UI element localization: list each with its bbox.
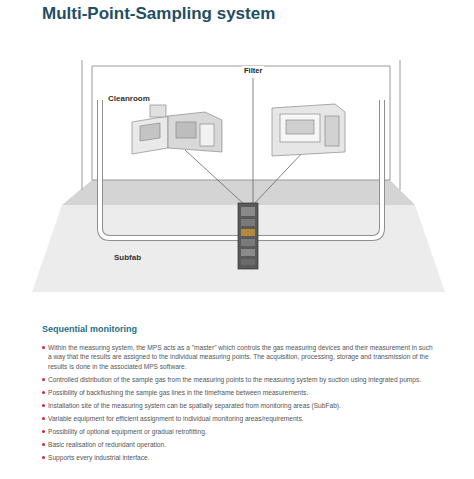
sample-gas-line bbox=[185, 150, 305, 206]
bullet-text: Controlled distribution of the sample ga… bbox=[42, 375, 434, 384]
diagram-title: Multi-Point-Sampling system bbox=[42, 4, 275, 24]
section-heading: Sequential monitoring bbox=[42, 324, 137, 334]
bullet-list: Within the measuring system, the MPS act… bbox=[42, 343, 434, 466]
process-tool-left bbox=[132, 105, 222, 154]
bullet-text: Possibility of optional equipment or gra… bbox=[42, 427, 434, 436]
bullet-text: Installation site of the measuring syste… bbox=[42, 401, 434, 410]
room-outline bbox=[82, 60, 400, 190]
mps-rack bbox=[238, 203, 258, 269]
area-label: Subfab bbox=[112, 252, 143, 263]
bullet-text: Supports every industrial interface. bbox=[42, 453, 434, 462]
subfab-area: Subfab bbox=[112, 252, 143, 263]
bullet-text: Possibility of backflushing the sample g… bbox=[42, 388, 434, 397]
process-tool-right bbox=[272, 104, 345, 156]
bullet-text: Basic realisation of redundant operation… bbox=[42, 440, 434, 449]
filter-label: Filter bbox=[242, 66, 264, 75]
area-label: Cleanroom bbox=[106, 93, 152, 104]
filter-sample-line bbox=[253, 78, 254, 205]
bullet-text: Variable equipment for efficient assignm… bbox=[42, 414, 434, 423]
cleanroom-floor bbox=[62, 180, 415, 205]
bullet-text: Within the measuring system, the MPS act… bbox=[42, 343, 434, 371]
cleanroom-area: Cleanroom bbox=[106, 93, 152, 104]
